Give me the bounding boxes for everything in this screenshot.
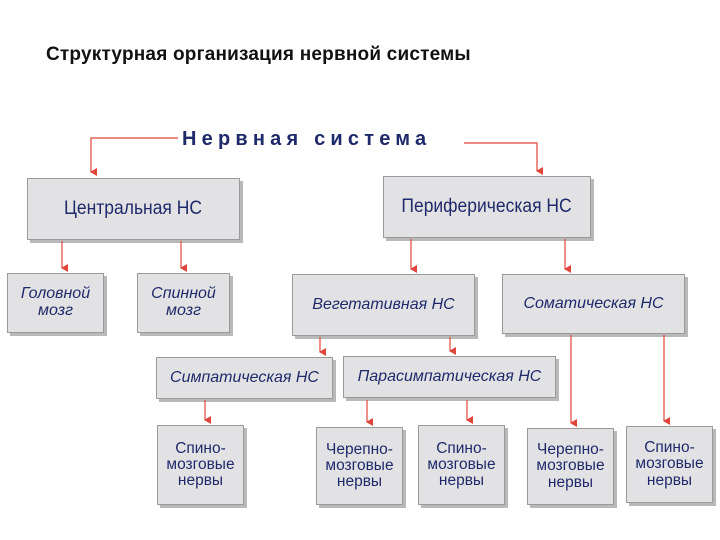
node-somatic-ns: Соматическая НС (502, 274, 685, 334)
node-central-ns: Центральная НС (27, 178, 240, 240)
node-spinal-cord-label: Спинной мозг (151, 285, 216, 319)
leaf-parasympathetic-spinal-nerves: Спино- мозговые нервы (418, 425, 505, 505)
node-vegetative-ns: Вегетативная НС (292, 274, 475, 336)
node-peripheral-ns-label: Периферическая НС (401, 196, 573, 218)
leaf-parasympathetic-spinal-nerves-label: Спино- мозговые нервы (427, 439, 496, 490)
leaf-somatic-spinal-nerves: Спино- мозговые нервы (626, 426, 713, 503)
node-spinal-cord: Спинной мозг (137, 273, 230, 333)
leaf-somatic-spinal-nerves-label: Спино- мозговые нервы (635, 439, 704, 489)
slide-title: Структурная организация нервной системы (46, 44, 471, 65)
node-brain: Головной мозг (7, 273, 104, 333)
node-central-ns-label: Центральная НС (64, 198, 203, 220)
node-vegetative-ns-label: Вегетативная НС (312, 295, 455, 313)
leaf-parasympathetic-cranial-nerves: Черепно- мозговые нервы (316, 427, 403, 505)
leaf-somatic-cranial-nerves-label: Черепно- мозговые нервы (536, 441, 605, 491)
leaf-sympathetic-spinal-nerves-label: Спино- мозговые нервы (166, 439, 235, 490)
node-parasympathetic-ns-label: Парасимпатическая НС (357, 367, 542, 385)
node-peripheral-ns: Периферическая НС (383, 176, 591, 238)
root-node-nervous-system: Нервная система (182, 128, 432, 150)
node-parasympathetic-ns: Парасимпатическая НС (343, 356, 556, 398)
node-sympathetic-ns: Симпатическая НС (156, 357, 333, 399)
node-brain-label: Головной мозг (20, 285, 91, 319)
leaf-somatic-cranial-nerves: Черепно- мозговые нервы (527, 428, 614, 505)
leaf-parasympathetic-cranial-nerves-label: Черепно- мозговые нервы (325, 440, 394, 491)
leaf-sympathetic-spinal-nerves: Спино- мозговые нервы (157, 425, 244, 505)
node-sympathetic-ns-label: Симпатическая НС (170, 368, 319, 386)
node-somatic-ns-label: Соматическая НС (523, 294, 664, 312)
